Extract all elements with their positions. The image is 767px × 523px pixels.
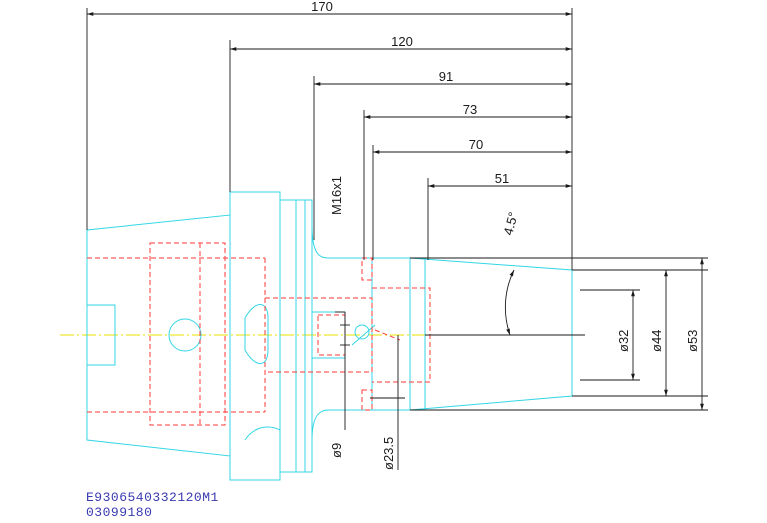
- dim-thread: M16x1: [329, 176, 344, 215]
- dim-d32: ø32: [616, 330, 631, 352]
- dim-51: 51: [495, 171, 509, 186]
- dim-170: 170: [311, 0, 333, 14]
- dim-d44: ø44: [649, 330, 664, 352]
- dim-d9: ø9: [329, 443, 344, 458]
- dim-120: 120: [391, 34, 413, 49]
- dim-d23-5: ø23.5: [381, 437, 396, 470]
- dim-d53: ø53: [685, 330, 700, 352]
- dim-91: 91: [439, 69, 453, 84]
- part-number: 03099180: [86, 505, 153, 520]
- part-code: E9306540332120M1: [86, 490, 219, 505]
- dim-73: 73: [463, 102, 477, 117]
- dim-arc-angle: [504, 269, 515, 336]
- dimension-lines: [86, 8, 708, 470]
- dimension-labels: 170 120 91 73 70 51 M16x1 4.5° ø32 ø44 ø…: [311, 0, 700, 470]
- dim-angle: 4.5°: [500, 210, 521, 236]
- holder-outline: [86, 191, 573, 481]
- dim-70: 70: [469, 137, 483, 152]
